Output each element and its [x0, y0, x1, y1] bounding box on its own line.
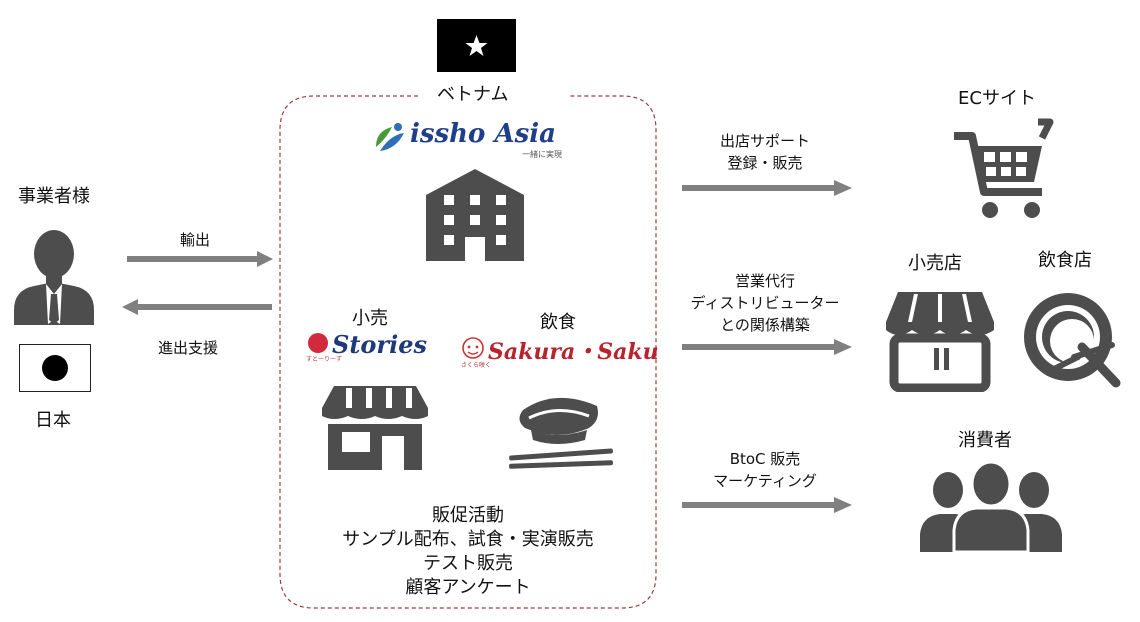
issho-asia-tagline: 一緒に実現	[522, 150, 562, 159]
stories-logo-sub: すとーりーず	[306, 356, 343, 363]
retail-label: 小売	[352, 308, 388, 329]
sakura-face-icon	[462, 337, 484, 359]
stories-logo: Stories すとーりーず	[306, 330, 441, 363]
retail-arrow	[682, 339, 852, 355]
restaurant-label: 飲食	[540, 312, 576, 333]
restaurant-store-label: 飲食店	[1038, 250, 1092, 271]
consumer-arrow	[682, 497, 852, 513]
plate-cutlery-icon	[1024, 293, 1121, 388]
japan-flag	[19, 344, 91, 392]
sushi-icon	[509, 397, 614, 469]
star-icon	[465, 35, 488, 56]
shop-icon	[322, 386, 428, 470]
retail-arrow-label-3: との関係構築	[720, 316, 810, 334]
consumer-arrow-label-2: マーケティング	[713, 472, 817, 490]
activity-line-3: テスト販売	[423, 553, 513, 574]
vietnam-dashed-box	[279, 95, 657, 609]
business-owner-label: 事業者様	[18, 186, 90, 207]
ec-site-label: ECサイト	[958, 88, 1036, 109]
leaf-logo-icon	[376, 123, 404, 151]
building-icon	[426, 169, 524, 261]
retail-store-icon	[886, 292, 994, 392]
business-person-icon	[14, 230, 94, 325]
vietnam-label: ベトナム	[437, 84, 509, 105]
retail-arrow-label-2: ディストリビューター	[690, 294, 840, 312]
support-arrow	[122, 299, 272, 315]
stories-logo-text: Stories	[332, 330, 427, 359]
ec-arrow	[682, 180, 852, 196]
japan-label: 日本	[35, 410, 71, 431]
stories-logo-circle	[308, 333, 328, 353]
consumer-label: 消費者	[958, 430, 1012, 451]
sakura-saku-logo: Sakura・Saku さくら咲く	[461, 334, 659, 369]
activity-line-4: 顧客アンケート	[405, 577, 531, 598]
shopping-cart-icon	[954, 118, 1054, 218]
issho-asia-logo: issho Asia 一緒に実現	[372, 119, 572, 159]
activity-line-2: サンプル配布、試食・実演販売	[342, 529, 594, 550]
retail-arrow-label-1: 営業代行	[734, 272, 795, 290]
consumers-group-icon	[920, 460, 1062, 552]
activity-line-1: 販促活動	[432, 505, 504, 526]
vietnam-flag	[437, 19, 516, 72]
retail-store-label: 小売店	[908, 253, 962, 274]
japan-flag-dot	[42, 355, 68, 381]
sakura-saku-logo-text: Sakura・Saku	[488, 339, 659, 365]
ec-arrow-label-1: 出店サポート	[719, 132, 810, 150]
ec-arrow-label-2: 登録・販売	[727, 154, 803, 172]
export-label: 輸出	[180, 231, 211, 249]
export-arrow	[127, 251, 273, 267]
sakura-saku-logo-sub: さくら咲く	[461, 362, 492, 369]
consumer-arrow-label-1: BtoC 販売	[729, 450, 801, 468]
support-label: 進出支援	[158, 339, 219, 357]
issho-asia-logo-text: issho Asia	[410, 119, 556, 149]
